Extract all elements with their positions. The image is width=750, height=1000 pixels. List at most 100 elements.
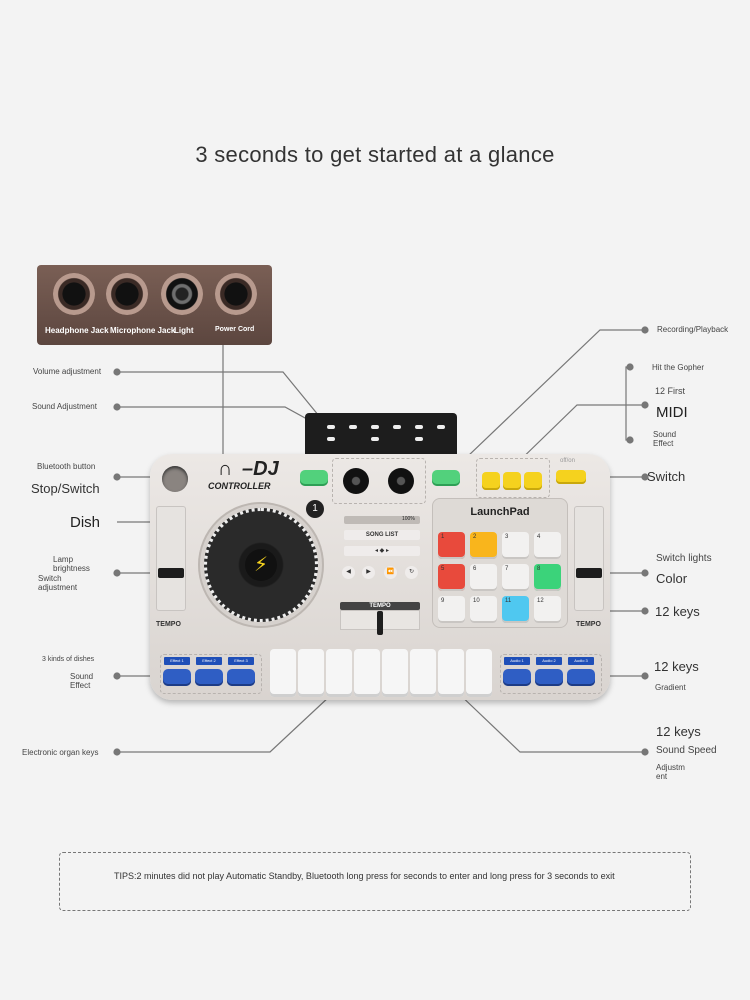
headphone-jack-icon	[53, 273, 95, 315]
sound-speed-label: Sound Speed	[656, 745, 717, 756]
organ-key[interactable]	[326, 649, 352, 697]
pad-7[interactable]: 7	[502, 564, 529, 591]
headphone-icon: ∩	[218, 458, 233, 480]
color-switch-slider[interactable]	[574, 506, 604, 611]
organ-key[interactable]	[270, 649, 296, 697]
tips-box	[59, 852, 691, 911]
pad-number: 7	[505, 566, 509, 572]
knob-panel	[332, 458, 426, 504]
volume-knob[interactable]	[343, 468, 369, 494]
first-label: 12 First	[655, 386, 686, 396]
prev-icon[interactable]: ◀	[342, 566, 355, 579]
audio-1-button[interactable]	[503, 669, 531, 686]
organ-key[interactable]	[410, 649, 436, 697]
record-playback-button[interactable]	[432, 470, 460, 486]
pad-number: 2	[473, 534, 477, 540]
tips-text: TIPS:2 minutes did not play Automatic St…	[114, 871, 615, 881]
tempo-slider-handle[interactable]	[377, 611, 383, 635]
sound-knob[interactable]	[388, 468, 414, 494]
effect-panel	[160, 654, 262, 694]
audio-2-button[interactable]	[535, 669, 563, 686]
play-icon[interactable]: ▶	[362, 566, 375, 579]
lamp-brightness-slider[interactable]	[156, 506, 186, 611]
loop-icon[interactable]: ↻	[405, 566, 418, 579]
pad-2[interactable]: 2	[470, 532, 497, 559]
power-cord-label: Power Cord	[215, 326, 255, 333]
song-list-panel: 100% SONG LIST ◂ ◆ ▸ ◀ ▶ ⏪ ↻	[340, 512, 426, 604]
onoff-label: off/on	[560, 458, 575, 464]
switch-label-right: Switch	[647, 469, 686, 484]
pad-11[interactable]: 11	[502, 596, 529, 623]
song-nav-bar[interactable]: ◂ ◆ ▸	[344, 546, 420, 556]
jog-dish[interactable]: ⚡	[198, 502, 324, 628]
ports-panel: Headphone Jack Microphone Jack Light Pow…	[37, 265, 272, 345]
microphone-jack-icon	[106, 273, 148, 315]
bluetooth-button[interactable]	[300, 470, 328, 486]
organ-key[interactable]	[298, 649, 324, 697]
pad-number: 10	[473, 598, 480, 604]
midi-button[interactable]	[503, 472, 521, 490]
color-label: Color	[656, 571, 688, 586]
power-switch[interactable]	[556, 470, 586, 484]
tempo-left-label: TEMPO	[156, 621, 181, 628]
organ-key[interactable]	[466, 649, 492, 697]
organ-key[interactable]	[354, 649, 380, 697]
pad-number: 4	[537, 534, 541, 540]
pad-9[interactable]: 9	[438, 596, 465, 623]
pad-6[interactable]: 6	[470, 564, 497, 591]
dish-label: Dish	[70, 514, 101, 531]
pad-1[interactable]: 1	[438, 532, 465, 559]
sound-effect-left-label-2: Effect	[70, 681, 91, 690]
pad-number: 5	[441, 566, 445, 572]
sound-effect-right-label-2: Effect	[653, 439, 674, 448]
headphone-jack-label: Headphone Jack	[45, 326, 109, 335]
organ-key[interactable]	[382, 649, 408, 697]
brand-subtitle: CONTROLLER	[208, 481, 271, 491]
lamp-label: Lamp	[53, 555, 74, 564]
recording-playback-label: Recording/Playback	[657, 325, 729, 334]
light-label: Light	[174, 326, 194, 335]
sound-effect-button[interactable]	[524, 472, 542, 490]
power-port-icon	[215, 273, 257, 315]
sound-effect-right-label-1: Sound	[653, 430, 677, 439]
pad-12[interactable]: 12	[534, 596, 561, 623]
effect-1-button[interactable]	[163, 669, 191, 686]
lamp-slider-handle[interactable]	[158, 568, 184, 578]
device-handle	[305, 413, 457, 457]
pad-3[interactable]: 3	[502, 532, 529, 559]
effect-2-label: Effect 2	[196, 657, 222, 665]
adjustment-label-left: adjustment	[38, 583, 78, 592]
organ-key[interactable]	[438, 649, 464, 697]
gradient-label: Gradient	[655, 683, 686, 692]
lightning-icon: ⚡	[245, 549, 277, 581]
pad-4[interactable]: 4	[534, 532, 561, 559]
pad-8[interactable]: 8	[534, 564, 561, 591]
keys-label-3: 12 keys	[656, 724, 701, 739]
song-list-label: SONG LIST	[344, 530, 420, 540]
rewind-icon[interactable]: ⏪	[384, 566, 397, 579]
effect-1-label: Effect 1	[164, 657, 190, 665]
mode-one-icon[interactable]: 1	[306, 500, 324, 518]
dj-controller-device: ∩ –DJ CONTROLLER off/on TEMPO ⚡ 1 100% S…	[150, 454, 610, 700]
audio-3-button[interactable]	[567, 669, 595, 686]
color-slider-handle[interactable]	[576, 568, 602, 578]
adjustment-label-right-2: ent	[656, 772, 668, 781]
adjustment-label-right-1: Adjustm	[656, 763, 685, 772]
gopher-button[interactable]	[482, 472, 500, 490]
pad-number: 12	[537, 598, 544, 604]
effect-3-button[interactable]	[227, 669, 255, 686]
pad-number: 3	[505, 534, 509, 540]
keys-label-1: 12 keys	[655, 604, 700, 619]
sound-effect-left-label-1: Sound	[70, 672, 94, 681]
tempo-slider[interactable]	[340, 610, 420, 635]
microphone-jack-label: Microphone Jack	[110, 326, 176, 335]
brand-logo: –DJ	[242, 458, 279, 480]
audio-3-label: Audio 3	[568, 657, 594, 665]
pad-10[interactable]: 10	[470, 596, 497, 623]
effect-2-button[interactable]	[195, 669, 223, 686]
tempo-label: TEMPO	[340, 602, 420, 610]
pad-number: 9	[441, 598, 445, 604]
pad-5[interactable]: 5	[438, 564, 465, 591]
pad-number: 11	[505, 598, 512, 604]
